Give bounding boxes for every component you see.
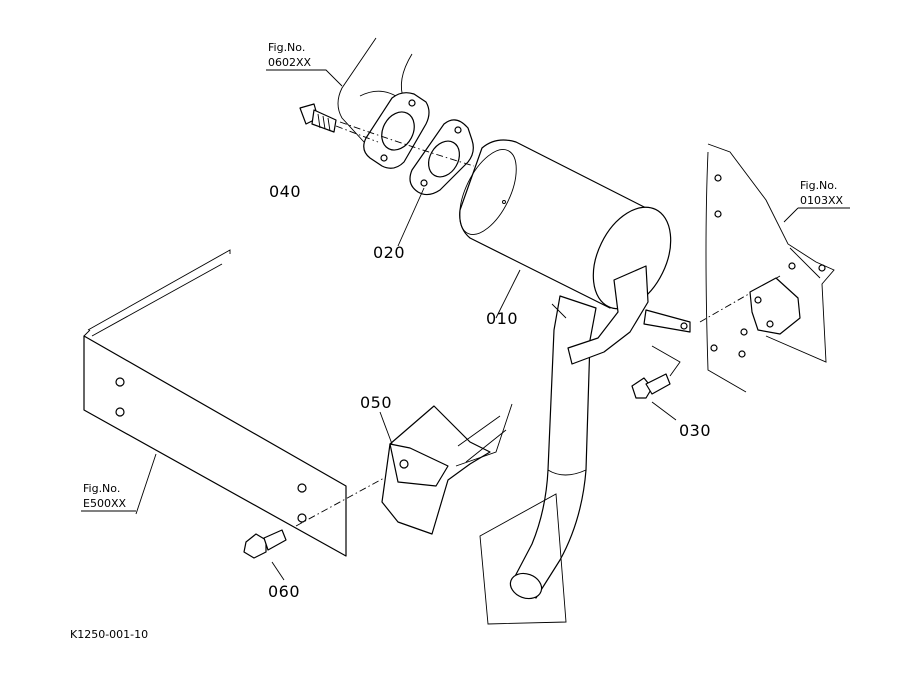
figure-ref-0602xx[interactable]: Fig.No. 0602XX [266,41,343,87]
frame-left-drawing [83,249,385,557]
figure-ref-code: 0103XX [800,194,844,207]
callout-060: 060 [268,582,300,601]
callout-030: 030 [679,421,711,440]
figure-ref-code: E500XX [83,497,126,510]
gasket-020-drawing [397,119,474,247]
callout-040: 040 [269,182,301,201]
callout-010: 010 [486,309,518,328]
stud-bolt-040-drawing [299,103,379,143]
figure-ref-label: Fig.No. [83,482,120,495]
figure-ref-label: Fig.No. [800,179,837,192]
figure-ref-code: 0602XX [268,56,312,69]
frame-plate-right-drawing [705,143,835,393]
callout-020: 020 [373,243,405,262]
figure-ref-label: Fig.No. [268,41,305,54]
figure-ref-e500xx[interactable]: Fig.No. E500XX [81,482,136,512]
document-id: K1250-001-10 [70,628,148,641]
bolt-030-drawing [631,345,681,421]
muffler-010-drawing [339,121,781,625]
callout-050: 050 [360,393,392,412]
bolt-060-drawing [243,529,287,581]
figure-ref-0103xx[interactable]: Fig.No. 0103XX [783,179,850,223]
exhaust-manifold-drawing [337,37,430,169]
stay-bracket-050-drawing [379,403,513,535]
